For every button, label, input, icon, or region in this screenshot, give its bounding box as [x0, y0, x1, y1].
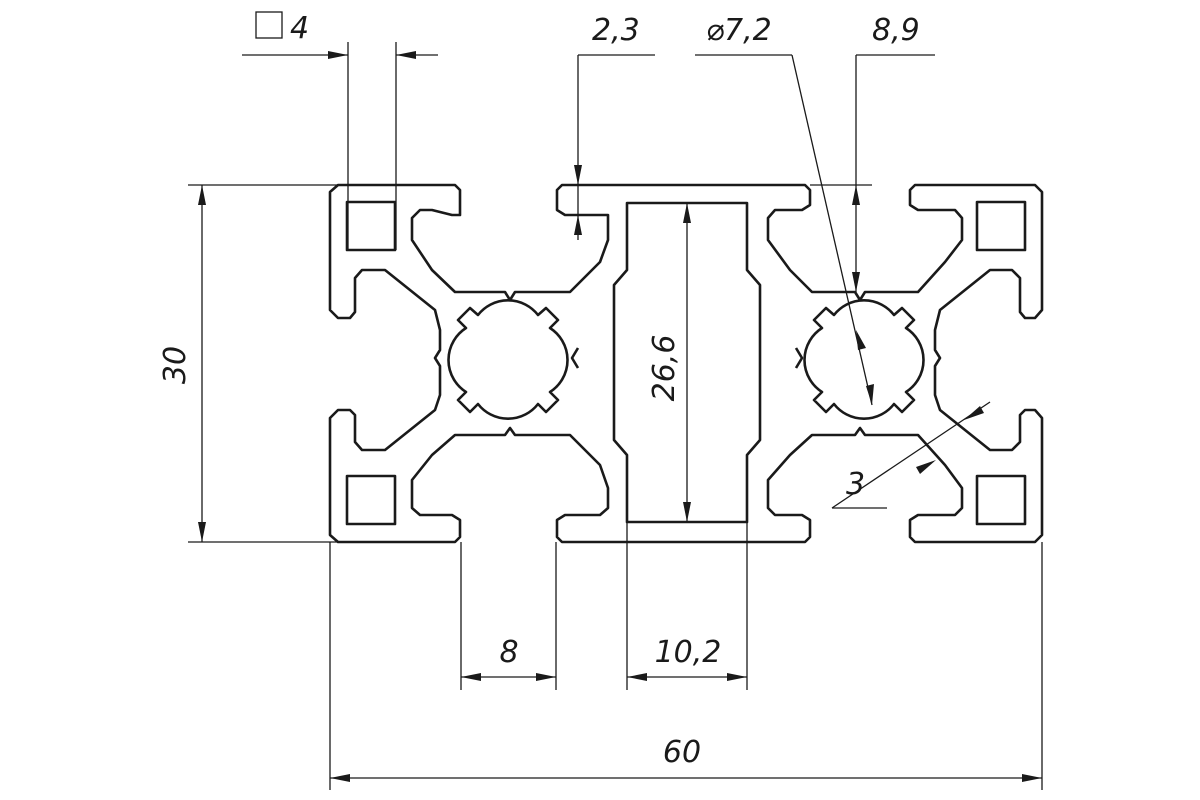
dim-label-cavity: 26,6	[647, 335, 682, 402]
corner-square-bottom-left	[345, 474, 397, 526]
dim-height-30: 30	[158, 184, 338, 543]
dim-web-3: 3	[831, 401, 991, 509]
dim-slot-width-8: 8	[460, 542, 557, 690]
inner-notch-right	[794, 347, 804, 369]
dim-label-web: 3	[846, 467, 865, 502]
dim-label-wall: 2,3	[592, 13, 640, 48]
outer-contour	[328, 183, 1044, 544]
dim-slot-8-9: 8,9	[810, 13, 935, 292]
right-bore	[803, 299, 925, 420]
dim-label-slot-width: 8	[499, 635, 518, 670]
dim-label-square: 4	[290, 11, 309, 46]
dim-square-4: 4	[242, 11, 438, 250]
dim-cavity-width-10-2: 10,2	[626, 522, 748, 690]
square-symbol-icon	[255, 11, 283, 39]
corner-square-top-right	[975, 200, 1027, 252]
dim-wall-2-3: 2,3	[574, 13, 655, 240]
dim-label-width: 60	[663, 735, 701, 770]
dimensions: 4 2,3 ⌀7,2 8,9	[158, 11, 1043, 790]
profile-outline	[328, 183, 1044, 544]
dim-cavity-26-6: 26,6	[647, 203, 691, 522]
corner-square-top-left	[345, 200, 397, 252]
dim-label-slot-depth: 8,9	[872, 13, 920, 48]
left-bore	[447, 299, 569, 420]
inner-notch-left	[570, 347, 580, 369]
dim-label-diameter: ⌀7,2	[706, 13, 772, 48]
dim-bore-diameter: ⌀7,2	[695, 13, 874, 406]
dim-label-height: 30	[158, 346, 193, 384]
corner-square-bottom-right	[975, 474, 1027, 526]
dim-width-60: 60	[329, 542, 1043, 790]
dim-label-cavity-width: 10,2	[655, 635, 722, 670]
